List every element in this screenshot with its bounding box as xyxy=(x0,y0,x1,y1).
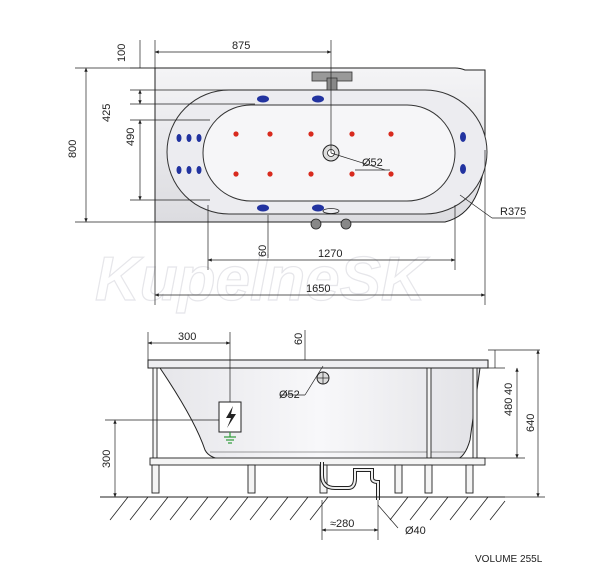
dim-40-waste: Ø40 xyxy=(405,525,426,537)
lightning-bolt-icon xyxy=(226,406,236,428)
red-jets xyxy=(233,131,394,177)
earth-ground-icon xyxy=(224,432,236,444)
dim-1650: 1650 xyxy=(306,283,330,295)
dim-40: 40 xyxy=(503,383,515,395)
dim-640: 640 xyxy=(525,414,537,432)
electric-box xyxy=(218,401,242,444)
dim-100: 100 xyxy=(116,44,128,62)
dim-480: 480 xyxy=(503,398,515,416)
dim-875: 875 xyxy=(232,40,250,52)
dim-side-52: Ø52 xyxy=(279,389,300,401)
dim-60: 60 xyxy=(257,245,269,257)
top-dimension-lines xyxy=(75,40,525,305)
tub-rim xyxy=(147,359,489,369)
dim-r375: R375 xyxy=(500,206,526,218)
side-view: 300 60 Ø52 40 480 640 300 ≈280 Ø40 xyxy=(100,330,545,540)
dim-800: 800 xyxy=(67,140,79,158)
overflow-fittings xyxy=(310,208,352,230)
dim-300-side: 300 xyxy=(101,450,113,468)
side-dimension-lines xyxy=(105,330,545,540)
dim-425: 425 xyxy=(101,104,113,122)
dim-side-60: 60 xyxy=(293,333,305,345)
frame-legs xyxy=(149,367,486,494)
waste-trap xyxy=(320,462,380,500)
dim-490: 490 xyxy=(125,128,137,146)
dim-280: ≈280 xyxy=(330,518,354,530)
top-view: 875 100 425 490 800 Ø52 60 1270 1650 R37… xyxy=(67,40,526,305)
dim-300-top: 300 xyxy=(178,331,196,343)
floor-hatch xyxy=(100,496,506,521)
faucet-icon xyxy=(311,71,353,91)
blue-jets xyxy=(176,95,466,212)
watermark: KupelneSK xyxy=(95,245,430,314)
dim-drain-52: Ø52 xyxy=(362,157,383,169)
volume-label: VOLUME 255L xyxy=(475,554,543,565)
dim-1270: 1270 xyxy=(318,248,342,260)
